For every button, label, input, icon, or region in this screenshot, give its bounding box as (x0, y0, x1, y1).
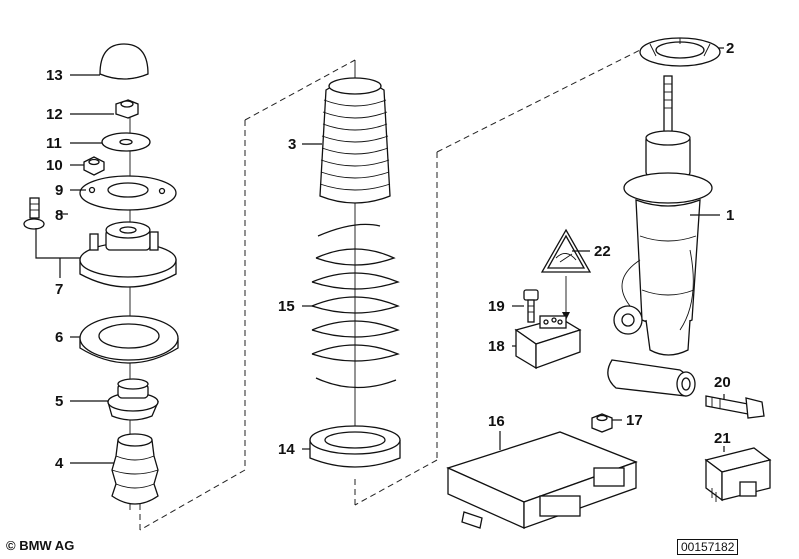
spring-seat-part[interactable] (309, 425, 401, 468)
boot-part[interactable] (319, 77, 391, 204)
label-8: 8 (55, 207, 63, 224)
label-1: 1 (726, 207, 734, 224)
cap-part[interactable] (99, 43, 149, 80)
shock-absorber-part[interactable] (607, 75, 713, 397)
leader-lines (35, 47, 725, 464)
small-nut-part[interactable] (83, 156, 105, 176)
label-10: 10 (46, 157, 63, 174)
label-2: 2 (726, 40, 734, 57)
relay-part[interactable] (704, 447, 772, 502)
label-5: 5 (55, 393, 63, 410)
label-6: 6 (55, 329, 63, 346)
coil-spring-part[interactable] (311, 223, 400, 389)
ring-part[interactable] (79, 315, 179, 364)
label-7: 7 (55, 281, 63, 298)
separator-right-bottom (354, 459, 438, 506)
bump-stop-cup-part[interactable] (107, 378, 159, 421)
top-mount-part[interactable] (79, 221, 177, 288)
label-15: 15 (278, 298, 295, 315)
label-4: 4 (55, 455, 64, 472)
hex-nut-part[interactable] (591, 413, 613, 433)
label-20: 20 (714, 374, 731, 391)
label-3: 3 (288, 136, 296, 153)
mount-ring-part[interactable] (639, 37, 721, 67)
label-9: 9 (55, 182, 63, 199)
support-plate-part[interactable] (79, 175, 177, 211)
label-11: 11 (46, 135, 62, 152)
diagram-reference-number: 00157182 (677, 539, 739, 555)
control-unit-part[interactable] (446, 431, 638, 530)
label-18: 18 (488, 338, 505, 355)
screw-part[interactable] (523, 289, 539, 323)
label-19: 19 (488, 298, 505, 315)
label-14: 14 (278, 441, 295, 458)
label-21: 21 (714, 430, 731, 447)
mounting-bolt-part[interactable] (705, 395, 765, 419)
label-16: 16 (488, 413, 505, 430)
label-13: 13 (46, 67, 63, 84)
nut-part[interactable] (115, 99, 139, 119)
bump-stop-part[interactable] (111, 433, 159, 505)
label-12: 12 (46, 106, 63, 123)
label-17: 17 (626, 412, 643, 429)
washer-part[interactable] (101, 132, 151, 152)
label-22: 22 (594, 243, 611, 260)
sensor-part[interactable] (514, 315, 582, 370)
bolt-part[interactable] (23, 197, 45, 230)
separator-left-top (244, 59, 356, 121)
warning-label-part[interactable] (540, 228, 592, 320)
copyright-text: © BMW AG (6, 538, 75, 553)
separator-right-top (436, 39, 661, 153)
separator-left-bottom (139, 469, 246, 531)
